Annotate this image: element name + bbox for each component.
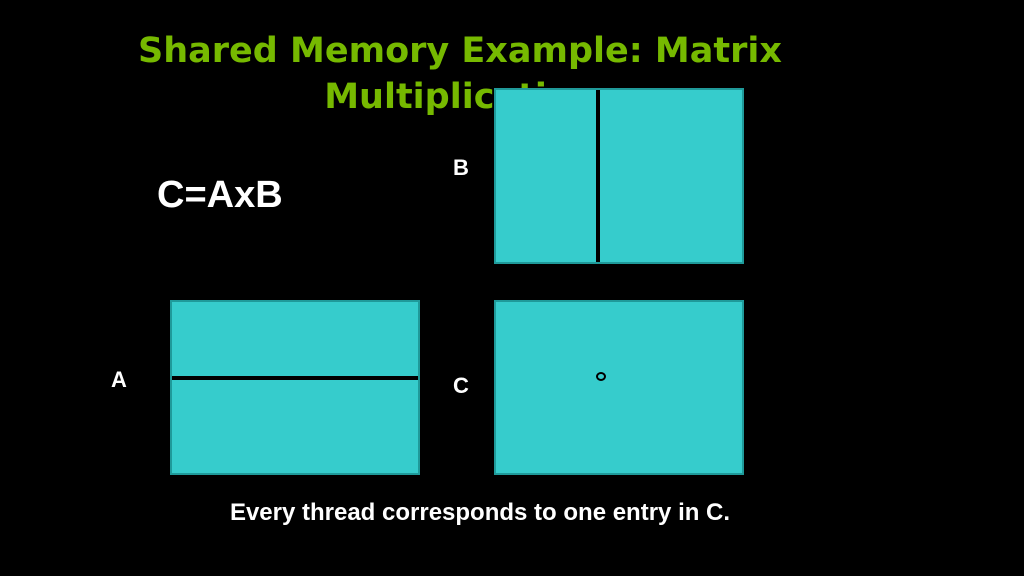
matrix-c-entry-dot [596,372,606,381]
matrix-a-label: A [111,367,127,392]
matrix-a-row-line [172,376,418,380]
slide-caption: Every thread corresponds to one entry in… [229,499,731,526]
matrix-c [494,300,744,475]
matrix-c-label: C [453,373,469,398]
matrix-b-label: B [453,155,469,180]
equation-text: C=AxB [157,174,283,216]
matrix-a [170,300,420,475]
slide-title-line-1: Shared Memory Example: Matrix [138,31,782,71]
matrix-b-column-line [596,90,600,262]
matrix-b [494,88,744,264]
